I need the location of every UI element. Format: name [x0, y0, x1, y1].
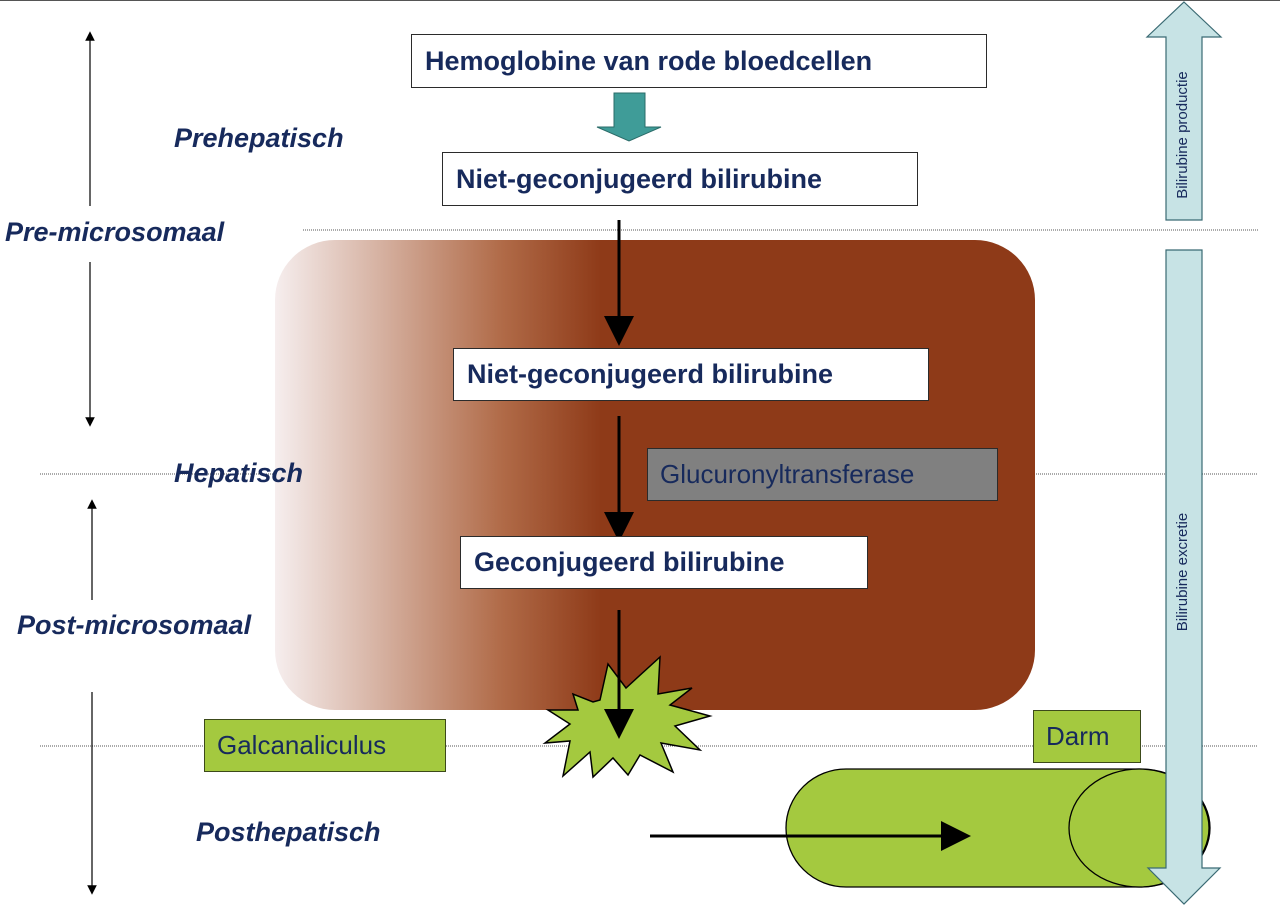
- zone-label-posthepatisch: Posthepatisch: [196, 817, 381, 847]
- box-niet-geconjugeerd-1: Niet-geconjugeerd bilirubine: [442, 152, 918, 206]
- box-darm: Darm: [1033, 710, 1141, 763]
- teal-down-arrow-icon: [596, 92, 662, 142]
- box-hemoglobine: Hemoglobine van rode bloedcellen: [411, 34, 987, 88]
- box-niet-geconjugeerd-2: Niet-geconjugeerd bilirubine: [453, 348, 929, 401]
- productie-up-arrow: [1145, 1, 1223, 221]
- label-bilirubine-excretie: Bilirubine excretie: [1174, 512, 1191, 632]
- box-glucuronyltransferase: Glucuronyltransferase: [647, 448, 998, 501]
- excretie-down-arrow: [1146, 249, 1222, 905]
- zone-label-hepatisch: Hepatisch: [174, 458, 304, 488]
- zone-label-pre-microsomaal: Pre-microsomaal: [5, 217, 225, 247]
- box-geconjugeerd: Geconjugeerd bilirubine: [460, 536, 868, 589]
- box-galcanaliculus: Galcanaliculus: [204, 719, 446, 772]
- label-bilirubine-productie: Bilirubine productie: [1174, 71, 1191, 199]
- zone-label-prehepatisch: Prehepatisch: [174, 123, 344, 153]
- zone-label-post-microsomaal: Post-microsomaal: [17, 610, 252, 640]
